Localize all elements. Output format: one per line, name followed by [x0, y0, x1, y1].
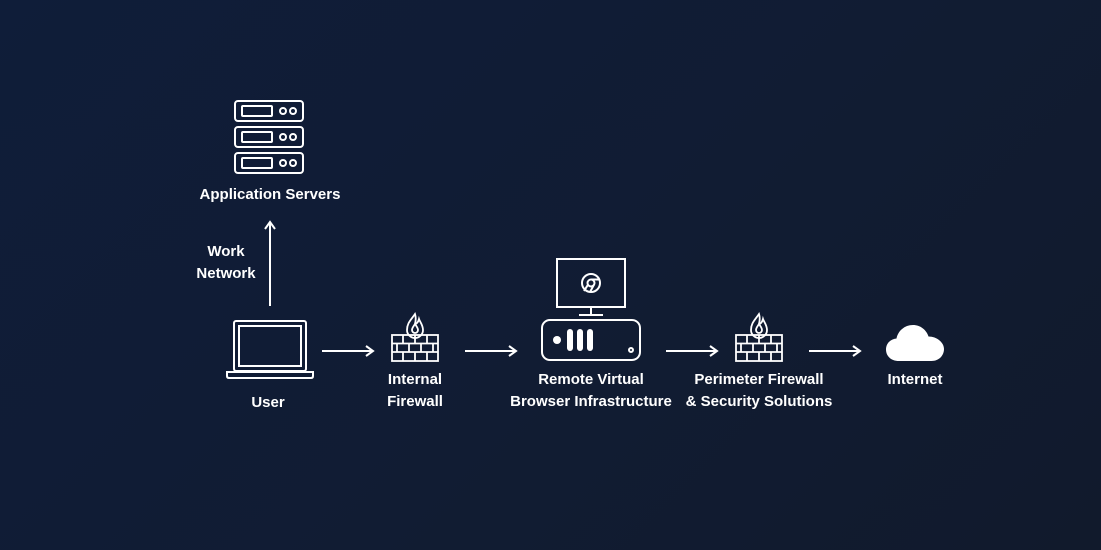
internal-firewall-label: Internal Firewall: [387, 371, 443, 410]
laptop-icon: [226, 320, 314, 379]
internet-label: Internet: [887, 371, 943, 388]
perimeter-firewall-label: Perimeter Firewall & Security Solutions: [685, 371, 833, 410]
user-label: User: [251, 394, 285, 411]
work-network-label: Work Network: [196, 243, 256, 282]
firewall-icon: [391, 311, 439, 362]
browser-server-icon: [541, 258, 641, 361]
arrow-right-3: [666, 345, 719, 357]
application-servers-label: Application Servers: [199, 186, 341, 203]
remote-virtual-browser-label: Remote Virtual Browser Infrastructure: [510, 371, 672, 410]
server-rack-icon: [234, 100, 304, 174]
cloud-icon: [886, 325, 944, 361]
arrow-right-2: [465, 345, 518, 357]
arrow-up: [264, 220, 276, 306]
arrow-right-4: [809, 345, 862, 357]
arrow-right-1: [322, 345, 375, 357]
firewall-icon: [735, 311, 783, 362]
